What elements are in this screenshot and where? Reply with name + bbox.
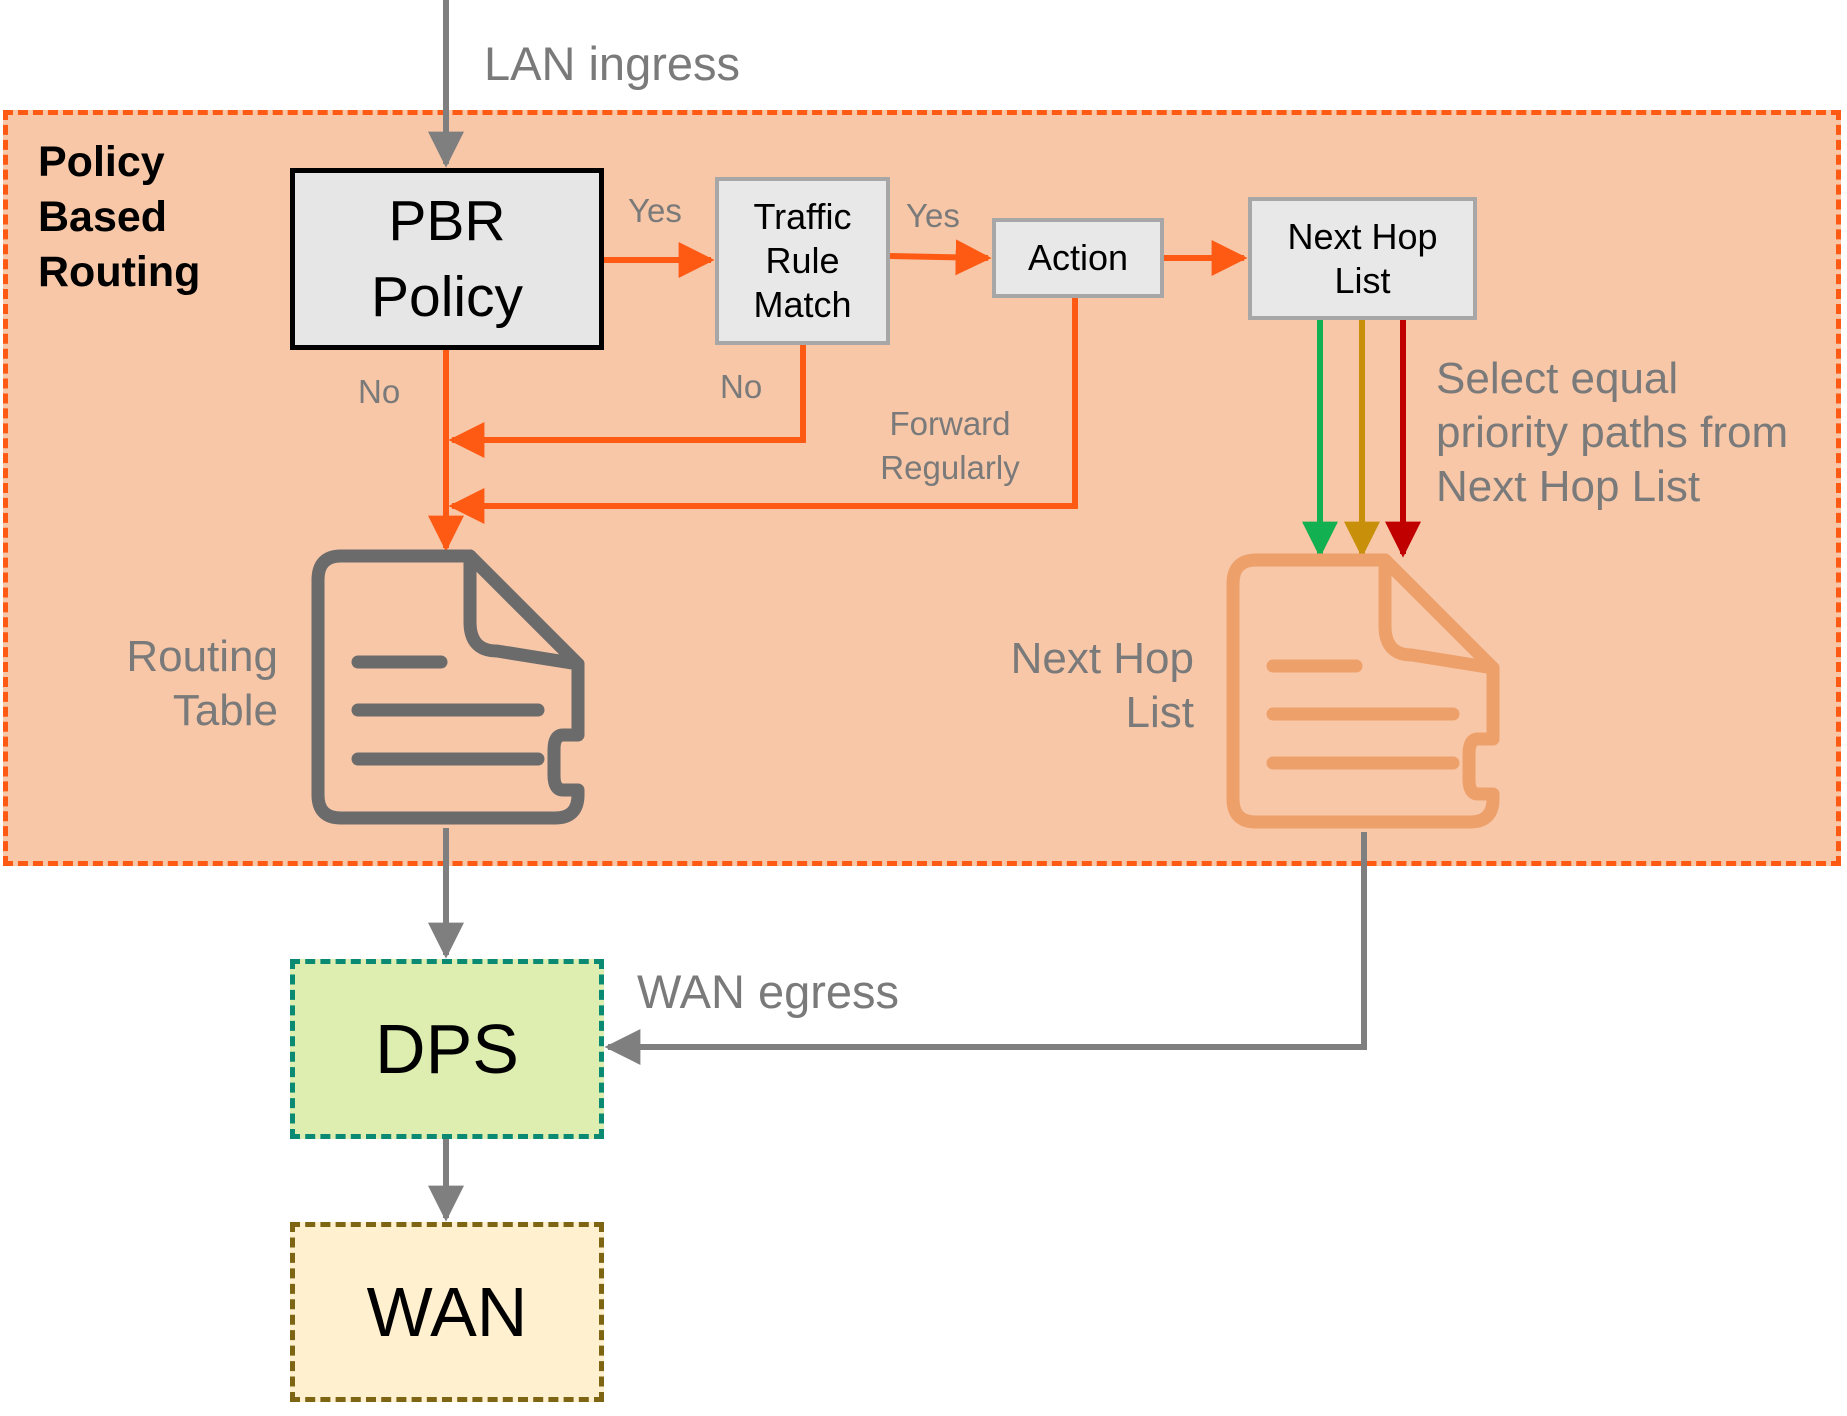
- next-hop-list-document-icon: [1226, 553, 1500, 829]
- no-return-arrow: [448, 345, 806, 458]
- region-title: Policy Based Routing: [38, 138, 201, 296]
- next-hop-list-icon-label: Next Hop List: [1010, 634, 1194, 737]
- wan-node: WAN: [290, 1222, 604, 1402]
- routing-table-document-icon: [311, 549, 585, 825]
- routing-table-label: Routing Table: [126, 632, 278, 735]
- lan-ingress-label: LAN ingress: [484, 37, 740, 90]
- next-hop-list-node: Next Hop List: [1248, 197, 1477, 320]
- traffic-rule-match-node: Traffic Rule Match: [715, 177, 890, 345]
- no-label-2: No: [720, 368, 763, 405]
- forward-regularly-arrow: [448, 298, 1078, 524]
- yes-label-1: Yes: [628, 192, 682, 229]
- wan-egress-arrow: [604, 832, 1367, 1065]
- select-paths-label: Select equal priority paths from Next Ho…: [1436, 354, 1789, 511]
- forward-regularly-label: Forward Regularly: [880, 405, 1020, 486]
- pbr-policy-node: PBR Policy: [290, 168, 604, 350]
- wan-egress-label: WAN egress: [637, 965, 900, 1018]
- action-node: Action: [992, 218, 1164, 298]
- yes-arrow-to-action: [889, 239, 992, 276]
- no-label-1: No: [358, 373, 401, 410]
- dps-node: DPS: [290, 959, 604, 1139]
- yes-label-2: Yes: [906, 197, 960, 234]
